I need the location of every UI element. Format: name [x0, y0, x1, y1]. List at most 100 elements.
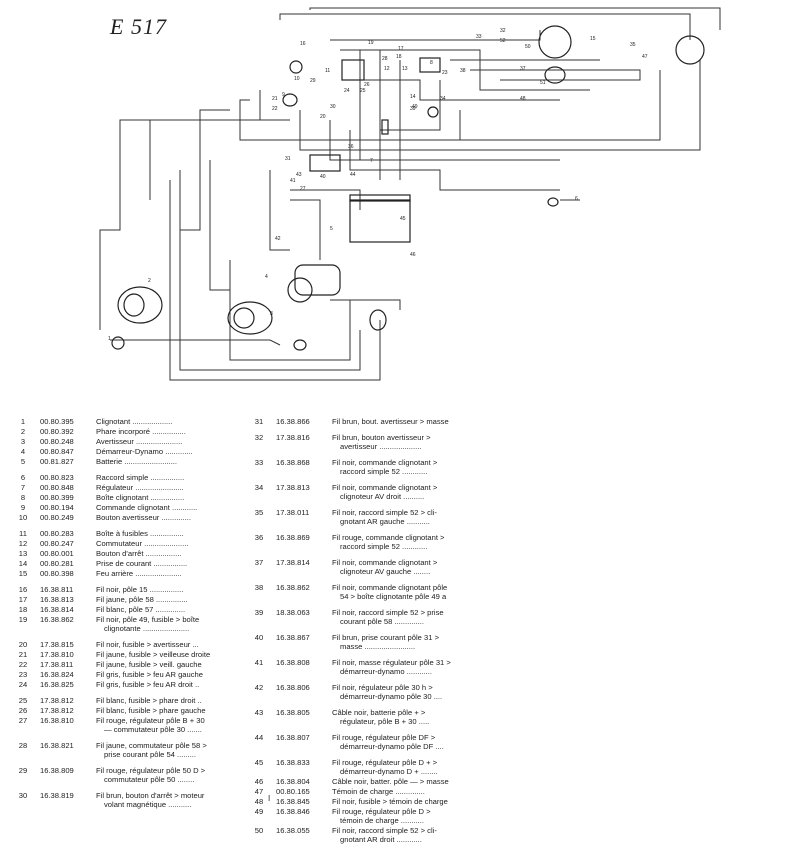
front-indicator-left-shape [289, 60, 303, 74]
part-number: 5 [20, 457, 26, 466]
part-description-line: démarreur-dynamo D + ........ [340, 767, 438, 776]
part-description: Fil rouge, régulateur pôle DF >démarreur… [332, 733, 444, 751]
part-number: 17 [18, 595, 28, 604]
part-description-line: Clignotant ................... [96, 417, 173, 426]
part-description: Câble noir, batterie pôle + >régulateur,… [332, 708, 429, 726]
part-code: 17.38.813 [276, 483, 310, 492]
diagram-callout: 19 [368, 40, 374, 46]
part-description-line: témoin de charge ........... [340, 816, 424, 825]
part-description: Fil noir, raccord simple 52 > cli-gnotan… [332, 826, 437, 844]
part-description-line: Fil noir, fusible > avertisseur ... [96, 640, 199, 649]
flasher-box-shape [419, 57, 441, 73]
part-number: 34 [254, 483, 264, 492]
diagram-callout: 13 [402, 66, 408, 72]
diagram-callout: 6 [575, 196, 578, 202]
part-description-line: Fil noir, pôle 49, fusible > boîte [96, 615, 200, 624]
wire [309, 7, 721, 30]
part-number: 29 [18, 766, 28, 775]
part-code: 17.38.814 [276, 558, 310, 567]
wire [149, 90, 261, 200]
diagram-callout: 52 [500, 38, 506, 44]
part-number: 9 [20, 503, 26, 512]
diagram-callout: 37 [520, 66, 526, 72]
part-code: 00.80.165 [276, 787, 310, 796]
part-number: 41 [254, 658, 264, 667]
wire [179, 170, 361, 371]
diagram-callout: 20 [320, 114, 326, 120]
part-code: 00.81.827 [40, 457, 74, 466]
part-number: 33 [254, 458, 264, 467]
diagram-callout: 48 [520, 96, 526, 102]
part-code: 17.38.812 [40, 706, 74, 715]
part-description-line: Fil jaune, commutateur pôle 58 > [96, 741, 207, 750]
part-description-line: Fil rouge, commande clignotant > [332, 533, 445, 542]
diagram-callout: 4 [265, 274, 268, 280]
part-number: 7 [20, 483, 26, 492]
part-number: 50 [254, 826, 264, 835]
part-number: 15 [18, 569, 28, 578]
part-description-line: Fil rouge, régulateur pôle D + > [332, 758, 438, 767]
part-number: 16 [18, 585, 28, 594]
starter-dynamo-shape [294, 264, 341, 296]
part-description-line: Boîte à fusibles ................ [96, 529, 184, 538]
fuse-box-shape [341, 59, 365, 81]
part-description: Commande clignotant ............ [96, 503, 197, 512]
diagram-callout: 44 [350, 172, 356, 178]
part-code: 16.38.824 [40, 670, 74, 679]
part-number: 44 [254, 733, 264, 742]
page-title: E 517 [110, 14, 167, 39]
part-description: Fil rouge, régulateur pôle 50 D >commuta… [96, 766, 205, 784]
part-code: 16.38.808 [276, 658, 310, 667]
part-number: 22 [18, 660, 28, 669]
wire [239, 70, 661, 141]
part-code: 16.38.811 [40, 585, 74, 594]
charge-lamp-shape [427, 106, 439, 118]
part-description-line: Fil jaune, fusible > veill. gauche [96, 660, 202, 669]
part-description-line: courant pôle 58 .............. [340, 617, 424, 626]
part-number: 38 [254, 583, 264, 592]
diagram-callout: 38 [460, 68, 466, 74]
part-number: 3 [20, 437, 26, 446]
part-number: 6 [20, 473, 26, 482]
part-description: Fil noir, régulateur pôle 30 h >démarreu… [332, 683, 442, 701]
part-code: 00.80.398 [40, 569, 74, 578]
part-description: Témoin de charge .............. [332, 787, 425, 796]
headlamp-right-shape [227, 301, 273, 335]
part-description-line: Fil rouge, régulateur pôle 50 D > [96, 766, 206, 775]
part-description: Fil noir, commande clignotant >raccord s… [332, 458, 437, 476]
part-description-line: gnotant AR gauche ........... [340, 517, 430, 526]
part-description-line: démarreur-dynamo pôle 30 .... [340, 692, 443, 701]
part-description: Fil noir, fusible > avertisseur ... [96, 640, 199, 649]
part-description: Fil noir, raccord simple 52 > cli-gnotan… [332, 508, 437, 526]
diagram-callout: 32 [500, 28, 506, 34]
battery-top-shape [349, 194, 411, 202]
headlamp-left-inner-shape [123, 293, 145, 317]
wire [279, 13, 691, 40]
part-code: 00.80.248 [40, 437, 74, 446]
part-code: 16.38.805 [276, 708, 310, 717]
part-number: 25 [18, 696, 28, 705]
diagram-callout: 18 [396, 54, 402, 60]
part-description-line: Bouton avertisseur .............. [96, 513, 191, 522]
part-description: Prise de courant ................ [96, 559, 187, 568]
part-number: 46 [254, 777, 264, 786]
part-description-line: Fil noir, commande clignotant > [332, 483, 438, 492]
part-code: 17.38.815 [40, 640, 74, 649]
part-number: 14 [18, 559, 28, 568]
diagram-callout: 16 [300, 41, 306, 47]
part-code: 17.38.816 [276, 433, 310, 442]
part-code: 16.38.806 [276, 683, 310, 692]
part-description-line: Câble noir, batter. pôle — > masse [332, 777, 449, 786]
part-number: 18 [18, 605, 28, 614]
part-code: 16.38.807 [276, 733, 310, 742]
part-description: Feu arrière ...................... [96, 569, 182, 578]
diagram-callout: 27 [300, 186, 306, 192]
part-description-line: Fil blanc, fusible > phare gauche [96, 706, 206, 715]
part-description: Fil rouge, régulateur pôle D + >démarreu… [332, 758, 438, 776]
part-description-line: 54 > boîte clignotante pôle 49 a [340, 592, 447, 601]
part-description: Fil gris, fusible > feu AR droit .. [96, 680, 199, 689]
part-description-line: Batterie ......................... [96, 457, 178, 466]
wire [360, 79, 560, 101]
diagram-callout: 51 [540, 80, 546, 86]
